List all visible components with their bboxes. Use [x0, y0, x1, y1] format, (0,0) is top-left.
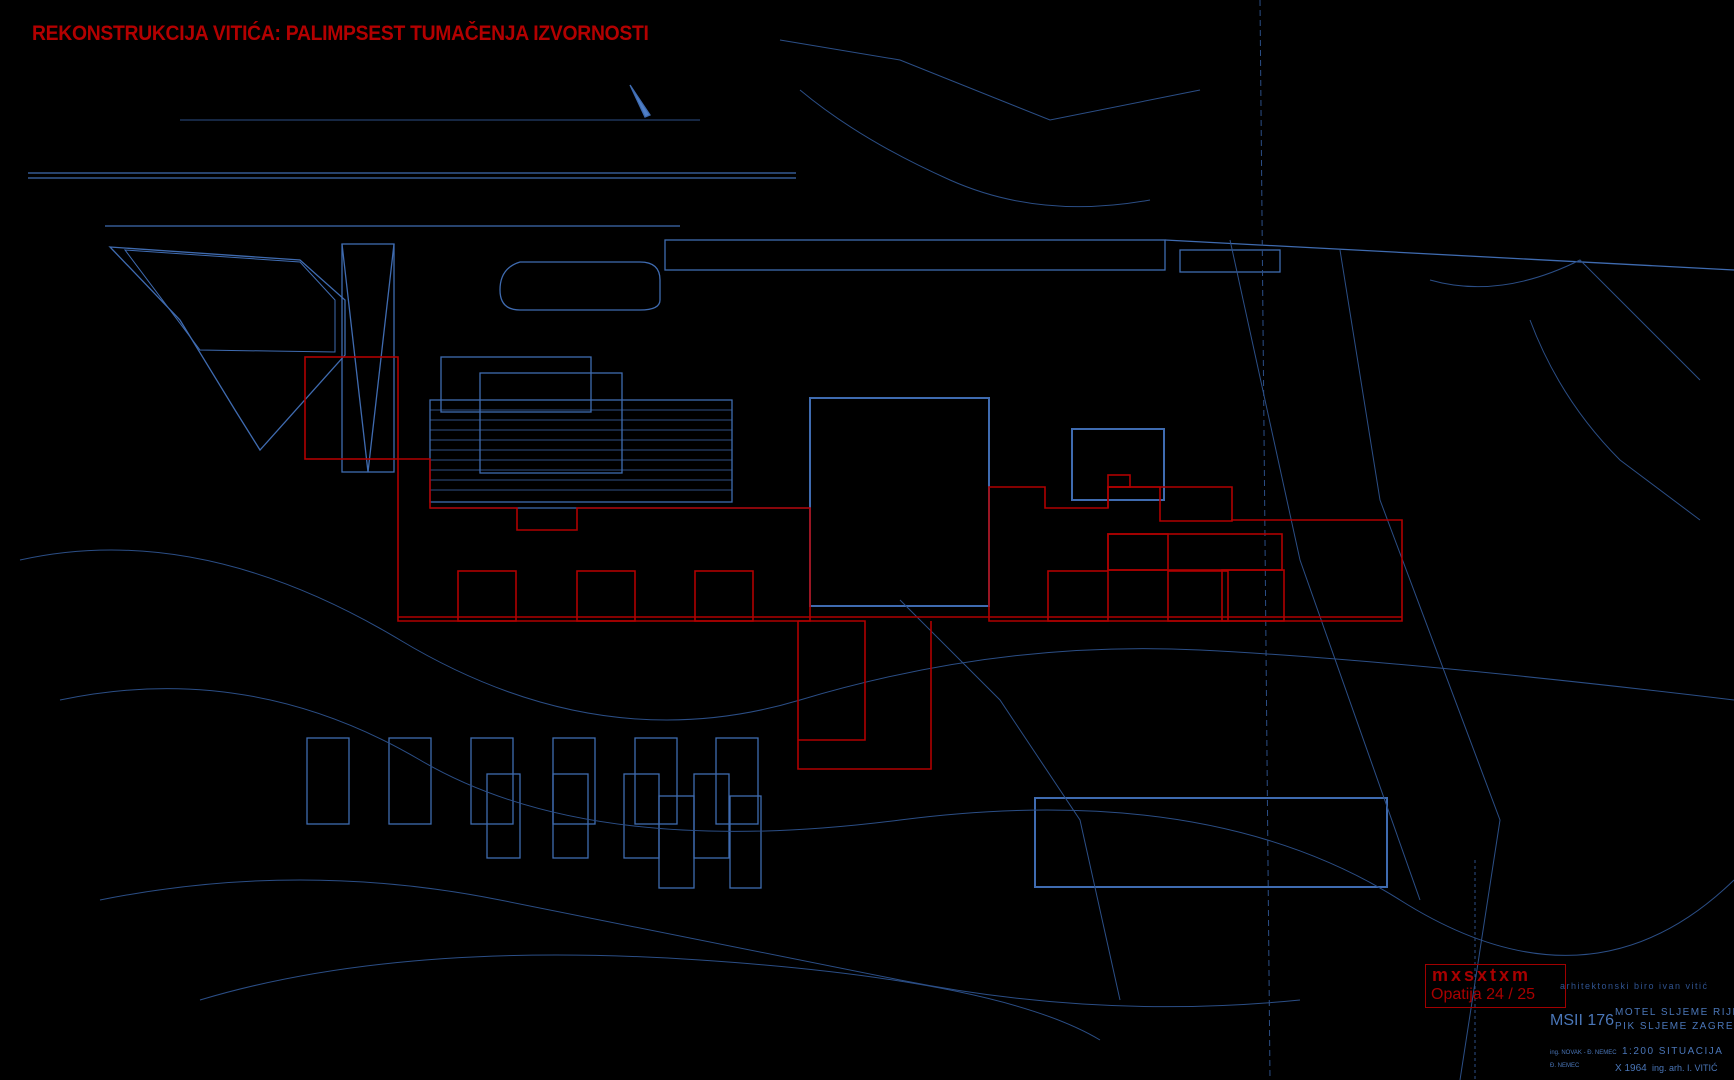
engineers-2: Đ. NEMEC [1550, 1063, 1580, 1069]
logo-wordmark: mxsxtxm [1432, 965, 1532, 985]
page-title: REKONSTRUKCIJA VITIĆA: PALIMPSEST TUMAČE… [32, 22, 649, 45]
project-line-2: PIK SLJEME ZAGREB [1615, 1021, 1734, 1032]
engineers-1: ing. NOVAK - Đ. NEMEC [1550, 1050, 1617, 1056]
reconstruction-overlay [304, 356, 1403, 770]
logo-badge: mxsxtxm Opatija 24 / 25 [1425, 964, 1566, 1008]
drawing-date: X 1964 [1615, 1063, 1647, 1074]
sheet-number: MSII 176 [1550, 1012, 1615, 1029]
blueprint-lines [19, 0, 1734, 1080]
project-line-1: MOTEL SLJEME RIJEKA [1615, 1007, 1734, 1018]
logo-caption: Opatija 24 / 25 [1431, 986, 1536, 1003]
drawing-title: 1:200 SITUACIJA [1622, 1046, 1724, 1057]
title-block-header: arhitektonski biro ivan vitić [1560, 981, 1709, 991]
drawing-author: ing. arh. I. VITIĆ [1652, 1063, 1718, 1073]
